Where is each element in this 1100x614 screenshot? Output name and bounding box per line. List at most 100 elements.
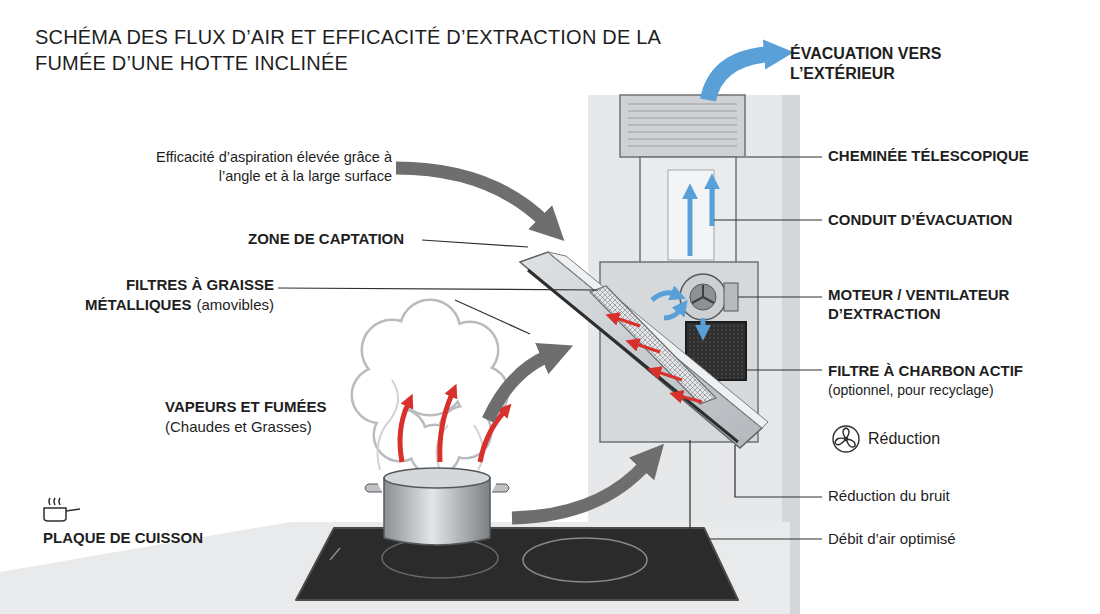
steam-cloud xyxy=(378,380,484,470)
pan-icon xyxy=(66,509,80,511)
intake-arrows xyxy=(680,396,702,402)
telescopic-chimney xyxy=(628,139,737,140)
grease-filter xyxy=(590,286,716,404)
label-group: FILTRES À GRAISSE MÉTALLIQUES(amovibles) xyxy=(40,275,274,314)
label-group: Débit d’air optimisé xyxy=(828,530,1088,548)
label-group: ZONE DE CAPTATION xyxy=(248,230,438,248)
motor-fan xyxy=(690,284,716,310)
callout-label: Débit d’air optimisé xyxy=(828,530,956,547)
smoke-arrows xyxy=(400,404,408,462)
telescopic-chimney xyxy=(628,104,737,146)
callout-label: CONDUIT D’ÉVACUATION xyxy=(828,211,1012,228)
airflow-arrows xyxy=(652,186,712,328)
cooking-pot xyxy=(492,484,509,492)
callout-label: CHEMINÉE TÉLESCOPIQUE xyxy=(828,147,1029,164)
label-group: VAPEURS ET FUMÉES(Chaudes et Grasses) xyxy=(165,397,375,436)
flow-arrows xyxy=(512,464,646,518)
airflow-arrows xyxy=(688,196,693,256)
cooking-pot xyxy=(384,468,490,488)
telescopic-chimney xyxy=(628,146,737,147)
pan-icon xyxy=(49,498,60,505)
telescopic-chimney xyxy=(628,118,737,119)
steam-cloud xyxy=(378,380,398,470)
leader-line xyxy=(455,300,530,334)
motor-fan xyxy=(692,285,714,303)
flow-arrows xyxy=(396,168,646,518)
airflow-arrows xyxy=(652,293,674,300)
label-group: CHEMINÉE TÉLESCOPIQUE xyxy=(828,147,1088,165)
label-group: Efficacité d’aspiration élevée grâce à l… xyxy=(128,148,392,186)
telescopic-chimney xyxy=(620,95,745,157)
flow-arrows xyxy=(396,168,545,222)
callout-label: FILTRE À CHARBON ACTIF xyxy=(828,361,1088,381)
label-group: ÉVACUATION VERS L’EXTÉRIEUR xyxy=(790,44,1000,84)
callout-label: (Chaudes et Grasses) xyxy=(165,417,375,437)
inclined-glass-panel xyxy=(520,252,762,448)
intake-arrows xyxy=(636,344,660,352)
inclined-glass-panel xyxy=(528,270,738,442)
steam-cloud xyxy=(411,426,459,474)
callout-label: MOTEUR / VENTILATEUR D’EXTRACTION xyxy=(828,286,1009,322)
leader-line xyxy=(714,219,822,220)
callout-label: Efficacité d’aspiration élevée grâce à l… xyxy=(156,149,392,184)
telescopic-chimney xyxy=(640,157,736,267)
airflow-arrows xyxy=(664,310,680,318)
smoke-arrows xyxy=(400,394,504,462)
telescopic-chimney xyxy=(628,125,737,126)
intake-arrows xyxy=(616,318,640,326)
inclined-glass-panel xyxy=(520,252,768,448)
leader-line xyxy=(278,288,598,290)
cooking-pot xyxy=(365,484,382,492)
airflow-arrows xyxy=(710,186,715,226)
label-group: Réduction du bruit xyxy=(828,487,1088,505)
label-group: PLAQUE DE CUISSON xyxy=(43,529,263,547)
exhaust-arrow xyxy=(708,54,770,100)
callout-label: PLAQUE DE CUISSON xyxy=(43,529,203,546)
diagram-title: SCHÉMA DES FLUX D’AIR ET EFFICACITÉ D’EX… xyxy=(35,24,675,76)
leader-line xyxy=(422,240,528,247)
pan-icon xyxy=(44,508,66,521)
callout-label: VAPEURS ET FUMÉES xyxy=(165,397,375,417)
callout-label: Réduction du bruit xyxy=(828,487,950,504)
callout-label: ÉVACUATION VERS L’EXTÉRIEUR xyxy=(790,45,941,82)
grease-filter xyxy=(590,286,716,404)
motor-fan xyxy=(680,274,726,320)
leader-line xyxy=(690,440,822,539)
intake-arrows xyxy=(658,372,682,380)
label-group: FILTRE À CHARBON ACTIF(optionnel, pour r… xyxy=(828,361,1088,399)
callout-label: ZONE DE CAPTATION xyxy=(248,230,404,247)
motor-fan xyxy=(680,274,738,320)
label-group: CONDUIT D’ÉVACUATION xyxy=(828,211,1088,229)
telescopic-chimney xyxy=(620,95,745,267)
telescopic-chimney xyxy=(628,132,737,133)
fan-icon xyxy=(833,426,859,452)
label-group: Réduction xyxy=(868,429,1068,448)
callout-label: (optionnel, pour recyclage) xyxy=(828,381,1088,399)
fan-icon xyxy=(845,438,848,441)
steam-cloud xyxy=(353,301,507,474)
callout-label: Réduction xyxy=(868,430,940,447)
inclined-glass-panel xyxy=(548,252,768,428)
leader-line xyxy=(746,156,822,157)
motor-fan xyxy=(724,283,738,311)
leader-line xyxy=(735,445,822,497)
leader-line xyxy=(278,157,822,539)
exhaust-arrow xyxy=(708,54,770,100)
telescopic-chimney xyxy=(628,111,737,112)
fan-icon xyxy=(833,426,859,452)
telescopic-chimney xyxy=(668,170,714,260)
smoke-arrows xyxy=(440,394,452,462)
flow-arrows xyxy=(488,356,548,420)
leader-line xyxy=(738,296,822,297)
countertop xyxy=(523,538,647,582)
telescopic-chimney xyxy=(628,104,737,105)
label-group: MOTEUR / VENTILATEUR D’EXTRACTION xyxy=(828,286,1038,324)
callout-label: (amovibles) xyxy=(196,296,274,313)
countertop xyxy=(296,528,738,600)
intake-arrows xyxy=(616,318,702,402)
steam-cloud xyxy=(352,300,508,475)
leader-line xyxy=(746,369,822,370)
cooking-pot xyxy=(365,468,509,545)
